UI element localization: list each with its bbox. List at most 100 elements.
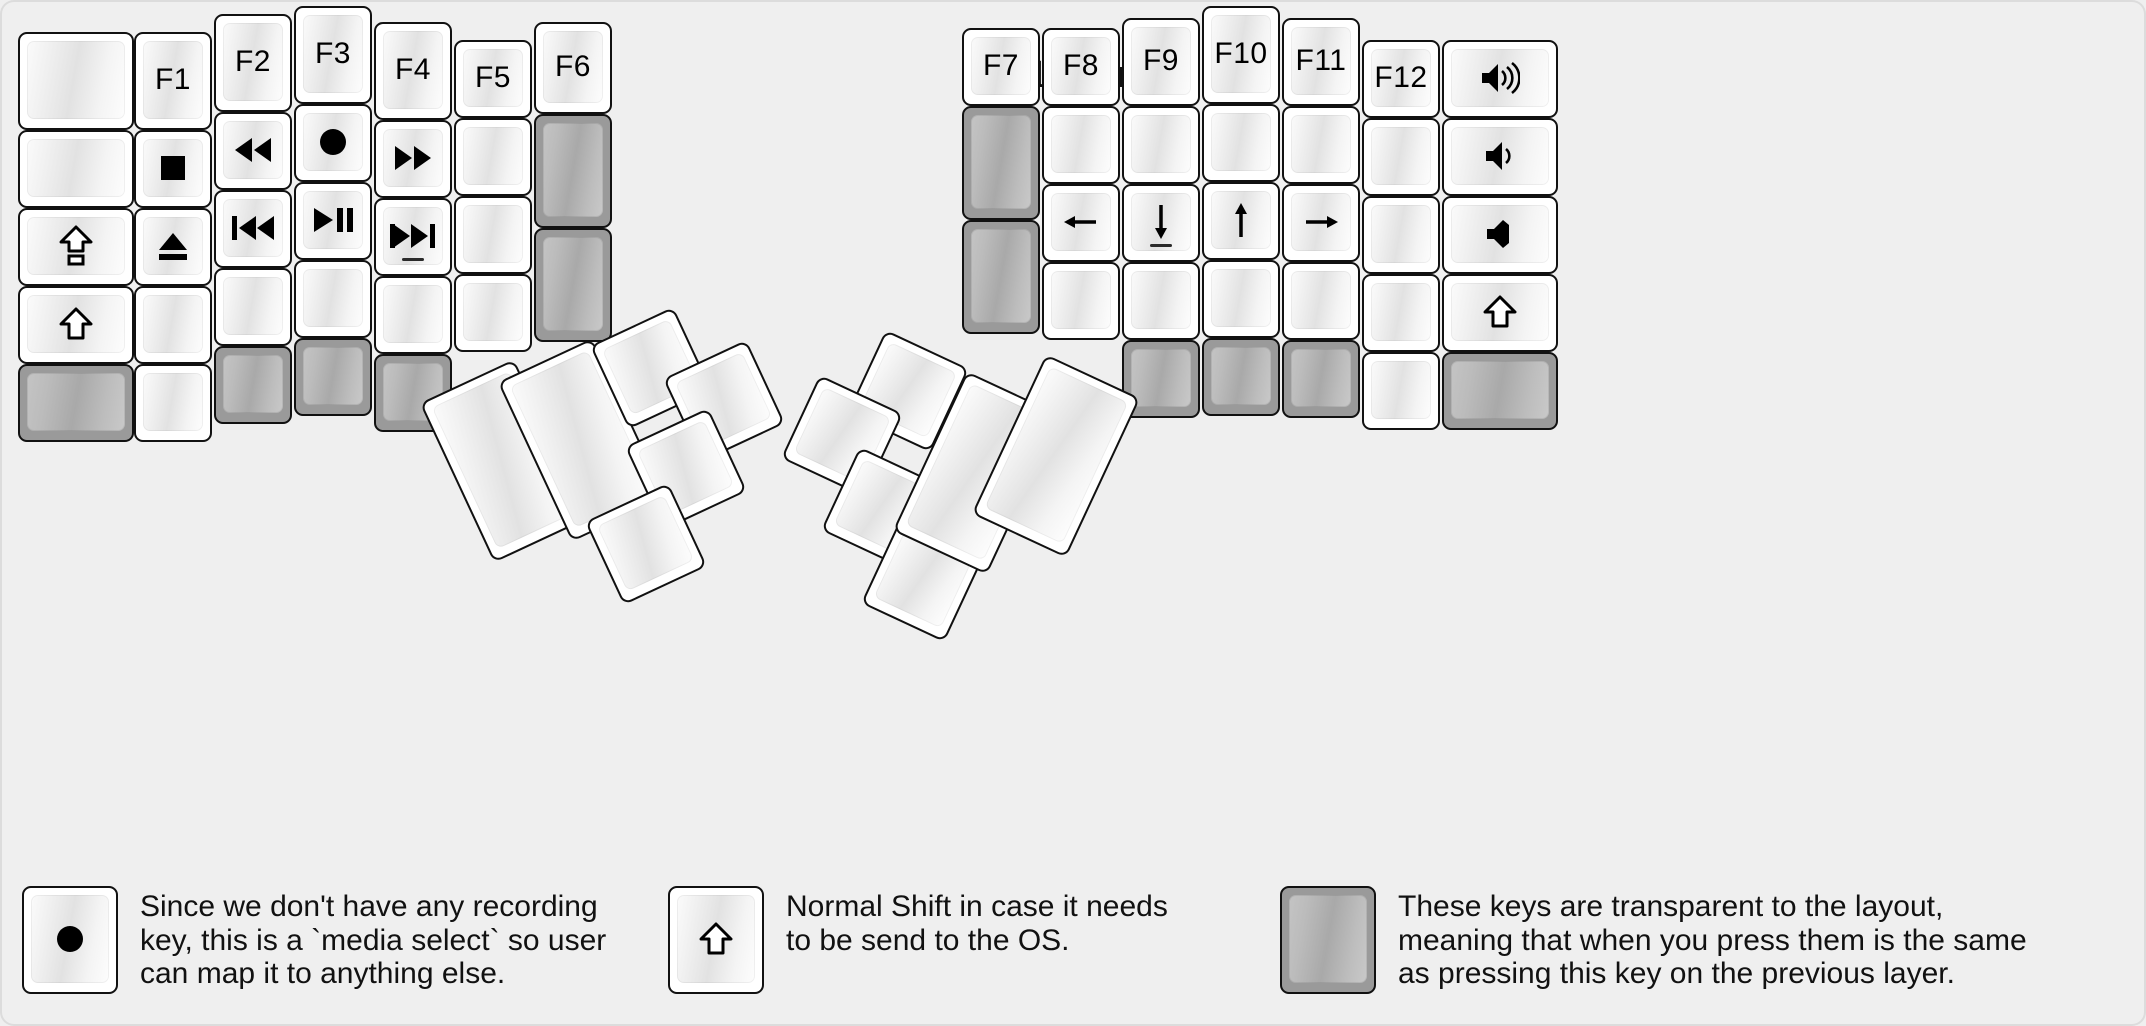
right-col-outer-right-key-2[interactable] xyxy=(1442,196,1558,274)
keycap-surface xyxy=(971,229,1031,323)
legend-media-select-sample-key xyxy=(22,886,118,994)
right-col-f12-key-0[interactable]: F12 xyxy=(1362,40,1440,118)
media-stop-icon xyxy=(156,151,190,185)
left-col-f1-key-4[interactable] xyxy=(134,364,212,442)
right-col-outer-right-key-4[interactable] xyxy=(1442,352,1558,430)
keycap-surface xyxy=(1131,115,1191,173)
right-col-f9-key-2[interactable] xyxy=(1122,184,1200,262)
right-col-f9-key-0[interactable]: F9 xyxy=(1122,18,1200,106)
right-col-f10-key-2[interactable] xyxy=(1202,182,1280,260)
left-col-f1-key-1[interactable] xyxy=(134,130,212,208)
keycap-surface xyxy=(1289,895,1367,983)
left-col-f2-key-1[interactable] xyxy=(214,112,292,190)
right-col-f9-key-3[interactable] xyxy=(1122,262,1200,340)
keycap-surface xyxy=(1131,271,1191,329)
left-col-f2-key-0[interactable]: F2 xyxy=(214,14,292,112)
right-col-f12-key-3[interactable] xyxy=(1362,274,1440,352)
left-col-f5-key-1[interactable] xyxy=(454,118,532,196)
right-col-f12-key-2[interactable] xyxy=(1362,196,1440,274)
right-col-f11-key-4[interactable] xyxy=(1282,340,1360,418)
left-col-outer-key-1[interactable] xyxy=(18,130,134,208)
right-col-f8-key-0[interactable]: F8 xyxy=(1042,28,1120,106)
left-col-f3-key-3[interactable] xyxy=(294,260,372,338)
left-col-f6-key-1[interactable] xyxy=(534,114,612,228)
keycap-surface: F6 xyxy=(543,31,603,103)
left-col-f5-key-2[interactable] xyxy=(454,196,532,274)
keycap-surface xyxy=(677,895,755,983)
legend-normal-shift-text: Normal Shift in case it needs to be send… xyxy=(786,890,1168,957)
left-col-f1-key-2[interactable] xyxy=(134,208,212,286)
keycap-surface xyxy=(31,895,109,983)
right-col-f8-key-1[interactable] xyxy=(1042,106,1120,184)
right-col-f10-key-4[interactable] xyxy=(1202,338,1280,416)
right-col-f7-key-1[interactable] xyxy=(962,106,1040,220)
media-eject-icon xyxy=(155,229,191,263)
homing-bar xyxy=(402,258,424,261)
left-col-f2-key-4[interactable] xyxy=(214,346,292,424)
left-col-outer-key-4[interactable] xyxy=(18,364,134,442)
keycap-surface xyxy=(383,285,443,343)
right-col-f11-key-1[interactable] xyxy=(1282,106,1360,184)
right-col-f10-key-1[interactable] xyxy=(1202,104,1280,182)
key-label: F8 xyxy=(1062,49,1099,82)
left-col-f2-key-3[interactable] xyxy=(214,268,292,346)
legend-normal-shift-key[interactable] xyxy=(668,886,764,994)
left-col-outer-key-2[interactable] xyxy=(18,208,134,286)
key-label: F7 xyxy=(982,49,1019,82)
right-col-f10-key-0[interactable]: F10 xyxy=(1202,6,1280,104)
right-col-f9-key-4[interactable] xyxy=(1122,340,1200,418)
right-col-f12-key-4[interactable] xyxy=(1362,352,1440,430)
keycap-surface xyxy=(1211,191,1271,249)
left-col-f5-key-0[interactable]: F5 xyxy=(454,40,532,118)
left-col-f4-key-1[interactable] xyxy=(374,120,452,198)
caps-lock-icon xyxy=(58,225,94,268)
left-col-f2-key-2[interactable] xyxy=(214,190,292,268)
left-col-f3-key-4[interactable] xyxy=(294,338,372,416)
left-col-f5-key-3[interactable] xyxy=(454,274,532,352)
legend-media-select-key[interactable] xyxy=(22,886,118,994)
keycap-surface xyxy=(143,139,203,197)
left-col-outer-key-0[interactable] xyxy=(18,32,134,130)
media-record-icon xyxy=(316,125,350,159)
shift-icon xyxy=(1482,295,1518,329)
left-col-outer-key-3[interactable] xyxy=(18,286,134,364)
keycap-surface xyxy=(1051,115,1111,173)
left-col-f6-key-2[interactable] xyxy=(534,228,612,342)
right-col-f11-key-0[interactable]: F11 xyxy=(1282,18,1360,106)
keycap-surface xyxy=(1051,193,1111,251)
keycap-surface: F2 xyxy=(223,23,283,101)
left-col-f3-key-0[interactable]: F3 xyxy=(294,6,372,104)
right-col-f10-key-3[interactable] xyxy=(1202,260,1280,338)
legend-media-select: Since we don't have any recording key, t… xyxy=(22,886,606,994)
left-col-f4-key-2[interactable] xyxy=(374,198,452,276)
keycap-surface: F3 xyxy=(303,15,363,93)
arrow-left-icon xyxy=(1062,207,1100,237)
keycap-surface xyxy=(1291,115,1351,173)
left-col-f1-key-0[interactable]: F1 xyxy=(134,32,212,130)
right-col-outer-right-key-3[interactable] xyxy=(1442,274,1558,352)
right-col-outer-right-key-0[interactable] xyxy=(1442,40,1558,118)
left-col-f6-key-0[interactable]: F6 xyxy=(534,22,612,114)
right-col-f8-key-2[interactable] xyxy=(1042,184,1120,262)
left-col-f1-key-3[interactable] xyxy=(134,286,212,364)
keycap-surface xyxy=(143,373,203,431)
key-label: F12 xyxy=(1374,61,1428,94)
arrow-down-icon xyxy=(1146,203,1176,241)
keycap-surface xyxy=(223,355,283,413)
keycap-surface xyxy=(463,127,523,185)
right-col-f12-key-1[interactable] xyxy=(1362,118,1440,196)
right-col-f7-key-0[interactable]: F7 xyxy=(962,28,1040,106)
right-col-f7-key-2[interactable] xyxy=(962,220,1040,334)
right-col-f9-key-1[interactable] xyxy=(1122,106,1200,184)
legend-transparent-key[interactable] xyxy=(1280,886,1376,994)
right-col-f8-key-3[interactable] xyxy=(1042,262,1120,340)
media-rewind-icon xyxy=(232,135,274,165)
right-col-f11-key-2[interactable] xyxy=(1282,184,1360,262)
keycap-surface xyxy=(1451,127,1549,185)
right-col-outer-right-key-1[interactable] xyxy=(1442,118,1558,196)
left-col-f3-key-2[interactable] xyxy=(294,182,372,260)
left-col-f4-key-0[interactable]: F4 xyxy=(374,22,452,120)
right-col-f11-key-3[interactable] xyxy=(1282,262,1360,340)
left-col-f3-key-1[interactable] xyxy=(294,104,372,182)
left-col-f4-key-3[interactable] xyxy=(374,276,452,354)
